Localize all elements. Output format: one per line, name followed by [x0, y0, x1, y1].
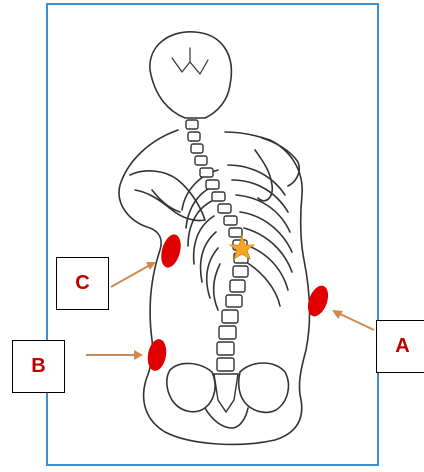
label-b: B: [12, 340, 65, 393]
arrow-b: [86, 350, 143, 360]
marker-b: [145, 338, 168, 373]
spine: [186, 120, 248, 412]
label-c: C: [56, 257, 109, 310]
arrow-c: [111, 262, 156, 287]
arrow-a: [332, 310, 374, 330]
marker-c: [158, 232, 184, 270]
pelvis-outline: [167, 363, 215, 411]
skull-outline: [150, 32, 232, 118]
label-a: A: [376, 320, 424, 373]
